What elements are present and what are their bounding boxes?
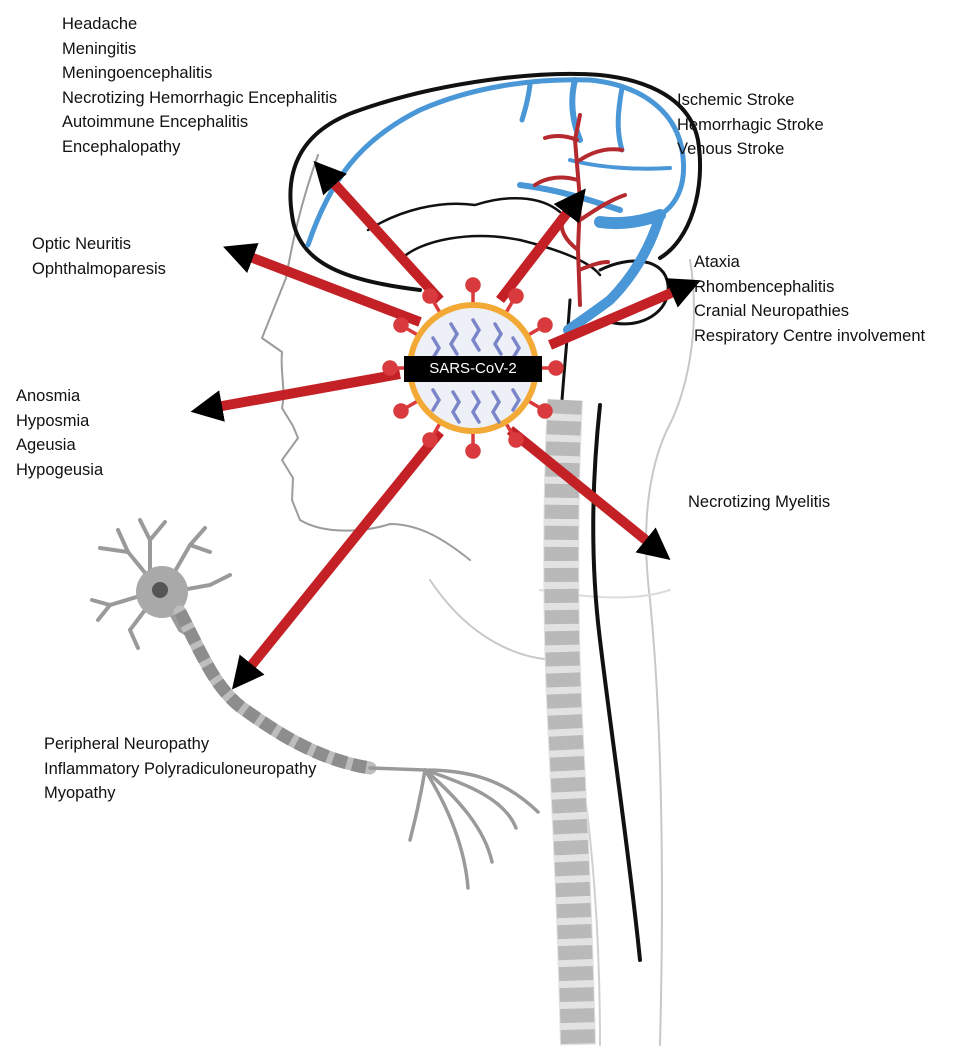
myelin bbox=[174, 608, 372, 775]
arrow-stroke bbox=[496, 188, 586, 304]
condition-label: Myopathy bbox=[44, 784, 116, 802]
condition-label: Necrotizing Myelitis bbox=[688, 493, 831, 511]
cerebrum-outline bbox=[288, 71, 703, 292]
label-group-brainstem: Ataxia Rhombencephalitis Cranial Neuropa… bbox=[694, 250, 925, 348]
axon-terminals bbox=[368, 766, 540, 890]
condition-label: Cranial Neuropathies bbox=[694, 302, 850, 320]
spinal-cord bbox=[591, 403, 642, 962]
brainstem-outline bbox=[560, 298, 572, 402]
face-profile bbox=[261, 154, 471, 561]
arrow-spinal-cord bbox=[506, 426, 671, 561]
condition-label: Venous Stroke bbox=[677, 140, 785, 158]
label-group-smell-taste: Anosmia Hyposmia Ageusia Hypogeusia bbox=[16, 384, 103, 482]
arrow-brain bbox=[313, 160, 444, 304]
condition-label: Ataxia bbox=[694, 253, 740, 271]
label-group-eye: Optic Neuritis Ophthalmoparesis bbox=[32, 232, 166, 281]
label-group-spinal-cord: Necrotizing Myelitis bbox=[688, 490, 830, 515]
condition-label: Hyposmia bbox=[16, 411, 90, 430]
condition-label: Headache bbox=[62, 15, 138, 33]
condition-label: Necrotizing Hemorrhagic Encephalitis bbox=[62, 88, 338, 107]
condition-label: Autoimmune Encephalitis bbox=[62, 113, 249, 131]
neck-back bbox=[645, 259, 695, 1046]
inner-fold bbox=[398, 234, 602, 277]
label-group-peripheral: Peripheral Neuropathy Inflammatory Polyr… bbox=[44, 732, 316, 806]
neuron-icon bbox=[90, 518, 540, 890]
condition-label: Encephalopathy bbox=[62, 137, 181, 156]
arrows bbox=[190, 160, 701, 690]
condition-label: Hemorrhagic Stroke bbox=[677, 115, 824, 134]
arrow-brainstem bbox=[548, 278, 701, 350]
condition-label: Anosmia bbox=[16, 387, 81, 405]
label-group-stroke: Ischemic Stroke Hemorrhagic Stroke Venou… bbox=[677, 88, 824, 162]
condition-label: Hypogeusia bbox=[16, 460, 104, 479]
condition-label: Optic Neuritis bbox=[32, 235, 132, 253]
corpus-callosum bbox=[366, 196, 562, 232]
condition-label: Ophthalmoparesis bbox=[32, 259, 166, 278]
jaw-line bbox=[429, 579, 561, 661]
condition-label: Peripheral Neuropathy bbox=[44, 735, 210, 753]
arrow-smell-taste bbox=[190, 369, 401, 422]
condition-label: Rhombencephalitis bbox=[694, 277, 835, 296]
venous-sinus-vessels bbox=[305, 77, 686, 335]
spine-column bbox=[543, 399, 596, 1046]
virus-label: SARS-CoV-2 bbox=[404, 356, 542, 382]
condition-label: Respiratory Centre involvement bbox=[694, 326, 926, 345]
condition-label: Ageusia bbox=[16, 436, 76, 454]
condition-label: Inflammatory Polyradiculoneuropathy bbox=[44, 759, 317, 778]
condition-label: Meningitis bbox=[62, 39, 137, 58]
arrow-eye bbox=[223, 243, 422, 327]
neuron-nucleus bbox=[152, 582, 168, 598]
condition-label: Meningoencephalitis bbox=[62, 64, 213, 82]
label-group-brain: Headache Meningitis Meningoencephalitis … bbox=[62, 12, 337, 159]
condition-label: Ischemic Stroke bbox=[677, 91, 795, 109]
arrow-peripheral bbox=[231, 428, 444, 690]
